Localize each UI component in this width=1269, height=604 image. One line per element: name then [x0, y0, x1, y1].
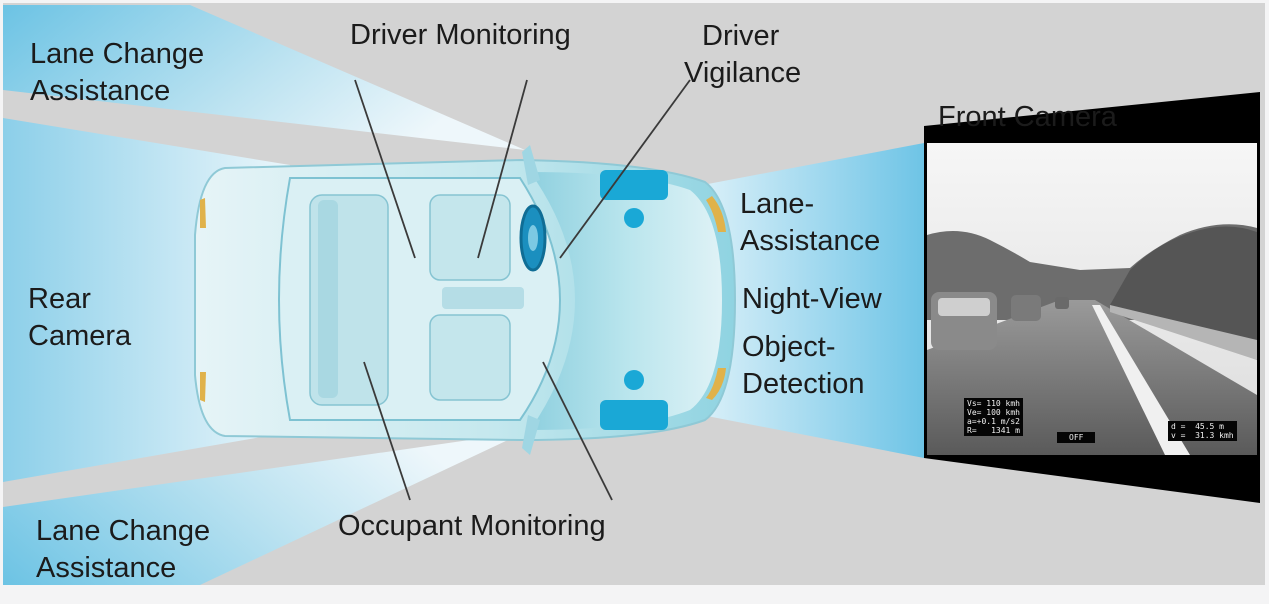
left-mirror-knob — [624, 208, 644, 228]
camera-frame-bottom — [924, 458, 1260, 503]
car-top-view — [194, 145, 737, 455]
hud-right-line1: d = 45.5 m — [1171, 422, 1224, 431]
label-lane-assistance: Lane- Assistance — [740, 186, 880, 260]
camera-trees-right — [1110, 226, 1257, 360]
label-object-detection: Object- Detection — [742, 329, 865, 403]
hud-left-line4: R= 1341 m — [967, 426, 1020, 435]
leader-driver-vigilance — [559, 79, 691, 259]
hud-center-status: OFF — [1057, 432, 1096, 443]
front-indicator-bottom — [706, 368, 726, 400]
lane-change-bottom-beam — [3, 432, 525, 585]
camera-car-3 — [1055, 297, 1069, 309]
hud-left-line1: Vs= 110 kmh — [967, 399, 1020, 408]
label-lane-change-top: Lane Change Assistance — [30, 36, 204, 110]
label-night-view: Night-View — [742, 283, 882, 315]
label-rear-camera-line2: Camera — [28, 320, 132, 352]
left-mirror — [600, 170, 668, 200]
leader-driver-monitoring-left — [354, 79, 416, 259]
label-object-detection-line2: Detection — [742, 368, 865, 400]
passenger-seat — [429, 314, 511, 401]
frame-mask-shape — [1124, 96, 1260, 140]
hud-left-line2: Ve= 100 kmh — [967, 408, 1020, 417]
label-driver-vigilance-line1: Driver — [702, 20, 780, 52]
label-driver-monitoring: Driver Monitoring — [350, 19, 571, 51]
leader-occupant-monitoring-left — [363, 361, 411, 501]
rear-seat-bolster — [318, 200, 338, 398]
label-lane-change-bottom: Lane Change Assistance — [36, 513, 210, 587]
front-camera-frame-mask — [1116, 96, 1266, 140]
camera-lane-marking — [1092, 305, 1190, 455]
label-driver-vigilance-line2: Vigilance — [684, 57, 802, 89]
driver-seat — [429, 194, 511, 281]
label-occupant-monitoring: Occupant Monitoring — [338, 510, 606, 542]
a-pillar-top — [522, 145, 540, 185]
front-indicator-top — [706, 196, 726, 232]
hud-right-line2: v = 31.3 kmh — [1171, 431, 1234, 440]
label-object-detection-line1: Object- — [742, 331, 836, 363]
leader-lines — [354, 79, 691, 501]
rear-indicator-bottom — [200, 372, 206, 402]
label-rear-camera-line1: Rear — [28, 283, 91, 315]
lane-change-top-beam — [3, 5, 525, 150]
a-pillar-bottom — [522, 415, 540, 455]
label-front-camera: Front Camera — [938, 101, 1117, 133]
frame-mask-polygon — [1124, 96, 1260, 140]
right-mirror — [600, 400, 668, 430]
rear-indicator-top — [200, 198, 206, 228]
label-lane-change-bottom-line1: Lane Change — [36, 515, 211, 547]
hud-left-line3: a=+0.1 m/s2 — [967, 417, 1020, 426]
center-console — [442, 287, 524, 309]
label-lane-change-top-line2: Assistance — [30, 75, 171, 107]
label-lane-change-top-line1: Lane Change — [30, 38, 205, 70]
label-lane-assistance-line1: Lane- — [740, 188, 815, 220]
right-mirror-knob — [624, 370, 644, 390]
camera-car-2 — [1011, 295, 1041, 321]
leader-occupant-monitoring-right — [542, 361, 613, 501]
label-lane-change-bottom-line2: Assistance — [36, 552, 177, 584]
label-driver-vigilance: Driver Vigilance — [684, 18, 801, 92]
car-hood — [530, 172, 722, 430]
bottom-margin — [3, 585, 1265, 604]
label-lane-assistance-line2: Assistance — [740, 225, 881, 257]
leader-driver-monitoring-right — [477, 79, 528, 259]
camera-car-1-window — [938, 298, 990, 316]
camera-guardrail — [1110, 305, 1257, 360]
steering-hub — [528, 225, 538, 251]
label-rear-camera: Rear Camera — [28, 281, 131, 355]
